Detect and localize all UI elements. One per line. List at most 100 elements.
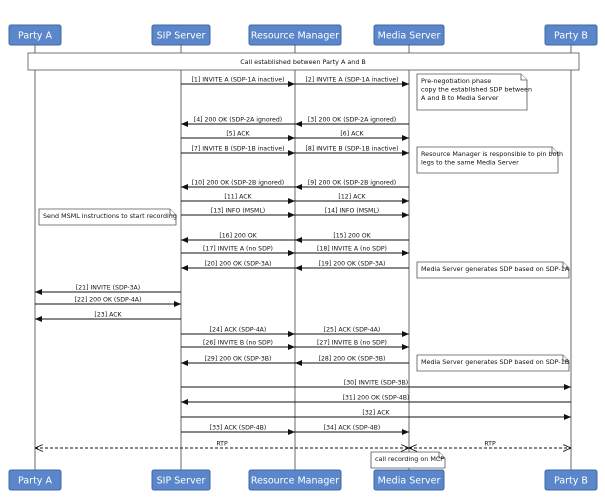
participant-bottom-m: Media Server (373, 469, 445, 491)
message-label: [11] ACK (224, 194, 252, 201)
note-text: Media Server generates SDP based on SDP-… (421, 265, 570, 273)
message-label: [31] 200 OK (SDP-4B) (343, 395, 410, 402)
message-label: [29] 200 OK (SDP-3B) (205, 356, 272, 363)
participant-label: Media Server (378, 31, 441, 42)
participant-label: SIP Server (157, 476, 206, 487)
message-19: [20] 200 OK (SDP-3A) (181, 261, 295, 271)
message-label: [5] ACK (226, 131, 250, 138)
message-label: [32] ACK (362, 410, 390, 417)
note-text: call recording on MCP (375, 455, 444, 463)
participant-label: Resource Manager (251, 476, 339, 487)
participant-label: Party B (554, 476, 588, 487)
note-text: Send MSML instructions to start recordin… (43, 212, 177, 220)
participant-label: Media Server (378, 476, 441, 487)
participant-label: SIP Server (157, 31, 206, 42)
message-32: [32] ACK (181, 410, 571, 420)
participant-top-a: Party A (8, 24, 62, 46)
message-20: [19] 200 OK (SDP-3A) (295, 261, 409, 271)
message-8: [8] INVITE B (SDP-1B inactive) (295, 146, 409, 156)
note-text: Pre-negotiation phase (421, 77, 491, 85)
banner-text: Call established between Party A and B (240, 58, 366, 66)
message-label: [27] INVITE B (no SDP) (317, 340, 387, 347)
message-label: [6] ACK (340, 131, 364, 138)
message-33: [33] ACK (SDP-4B) (181, 425, 295, 435)
message-34: [34] ACK (SDP-4B) (295, 425, 409, 435)
message-label: [1] INVITE A (SDP-1A inactive) (191, 77, 284, 84)
message-label: [4] 200 OK (SDP-2A ignored) (194, 117, 282, 124)
message-label: [33] ACK (SDP-4B) (210, 425, 267, 432)
message-24: [24] ACK (SDP-4A) (181, 327, 295, 337)
note-6: call recording on MCP (370, 451, 446, 469)
message-18: [18] INVITE A (no SDP) (295, 246, 409, 256)
message-label: [21] INVITE (SDP-3A) (76, 285, 140, 292)
message-label: [12] ACK (338, 194, 366, 201)
message-26: [26] INVITE B (no SDP) (181, 340, 295, 350)
message-label: [14] INFO (MSML) (325, 208, 379, 215)
message-28: [29] 200 OK (SDP-3B) (181, 356, 295, 366)
message-16: [15] 200 OK (295, 233, 409, 243)
message-label: [30] INVITE (SDP-3B) (344, 380, 408, 387)
participant-top-b: Party B (544, 24, 598, 46)
message-25: [25] ACK (SDP-4A) (295, 327, 409, 337)
message-9: [10] 200 OK (SDP-2B ignored) (181, 180, 295, 190)
note-text: Resource Manager is responsible to pin b… (421, 150, 563, 158)
message-1: [1] INVITE A (SDP-1A inactive) (181, 77, 295, 87)
note-text: legs to the same Media Server (421, 159, 519, 167)
message-29: [28] 200 OK (SDP-3B) (295, 356, 409, 366)
participant-bottom-b: Party B (544, 469, 598, 491)
message-15: [16] 200 OK (181, 233, 295, 243)
message-10: [9] 200 OK (SDP-2B ignored) (295, 180, 409, 190)
message-label: [15] 200 OK (333, 233, 371, 240)
message-22: [22] 200 OK (SDP-4A) (35, 297, 181, 307)
message-label: [10] 200 OK (SDP-2B ignored) (192, 180, 284, 187)
note-2: Resource Manager is responsible to pin b… (416, 146, 563, 174)
message-6: [6] ACK (295, 131, 409, 141)
rtp-stream: RTP (35, 441, 409, 449)
message-label: [17] INVITE A (no SDP) (203, 246, 273, 253)
participant-label: Party A (18, 31, 52, 42)
message-17: [17] INVITE A (no SDP) (181, 246, 295, 256)
message-3: [4] 200 OK (SDP-2A ignored) (181, 117, 295, 127)
call-established-banner: Call established between Party A and B (27, 52, 580, 71)
participant-top-s: SIP Server (151, 24, 211, 46)
message-2: [2] INVITE A (SDP-1A inactive) (295, 77, 409, 87)
note-5: Media Server generates SDP based on SDP-… (416, 354, 570, 372)
note-3: Send MSML instructions to start recordin… (38, 208, 177, 226)
message-label: [20] 200 OK (SDP-3A) (205, 261, 272, 268)
message-21: [21] INVITE (SDP-3A) (35, 285, 181, 295)
message-label: [28] 200 OK (SDP-3B) (319, 356, 386, 363)
message-label: [22] 200 OK (SDP-4A) (75, 297, 142, 304)
message-23: [23] ACK (35, 312, 181, 322)
message-27: [27] INVITE B (no SDP) (295, 340, 409, 350)
message-label: [8] INVITE B (SDP-1B inactive) (305, 146, 398, 153)
message-label: [25] ACK (SDP-4A) (324, 327, 381, 334)
message-4: [3] 200 OK (SDP-2A ignored) (295, 117, 409, 127)
participant-bottom-s: SIP Server (151, 469, 211, 491)
message-label: [7] INVITE B (SDP-1B inactive) (191, 146, 284, 153)
note-text: copy the established SDP between (421, 86, 532, 94)
message-label: [16] 200 OK (219, 233, 257, 240)
message-12: [12] ACK (295, 194, 409, 204)
message-label: [26] INVITE B (no SDP) (203, 340, 273, 347)
participant-label: Party A (18, 476, 52, 487)
participant-label: Resource Manager (251, 31, 339, 42)
message-label: [13] INFO (MSML) (211, 208, 265, 215)
participant-bottom-r: Resource Manager (248, 469, 342, 491)
note-text: Media Server generates SDP based on SDP-… (421, 358, 569, 366)
participant-bottom-a: Party A (8, 469, 62, 491)
message-11: [11] ACK (181, 194, 295, 204)
message-label: [24] ACK (SDP-4A) (210, 327, 267, 334)
message-label: [23] ACK (94, 312, 122, 319)
message-label: [18] INVITE A (no SDP) (317, 246, 387, 253)
message-label: [19] 200 OK (SDP-3A) (319, 261, 386, 268)
message-13: [13] INFO (MSML) (181, 208, 295, 218)
message-5: [5] ACK (181, 131, 295, 141)
note-text: A and B to Media Server (421, 94, 499, 102)
message-30: [30] INVITE (SDP-3B) (181, 380, 571, 390)
message-label: [3] 200 OK (SDP-2A ignored) (308, 117, 396, 124)
message-label: [34] ACK (SDP-4B) (324, 425, 381, 432)
rtp-stream: RTP (409, 441, 571, 449)
participant-top-r: Resource Manager (248, 24, 342, 46)
